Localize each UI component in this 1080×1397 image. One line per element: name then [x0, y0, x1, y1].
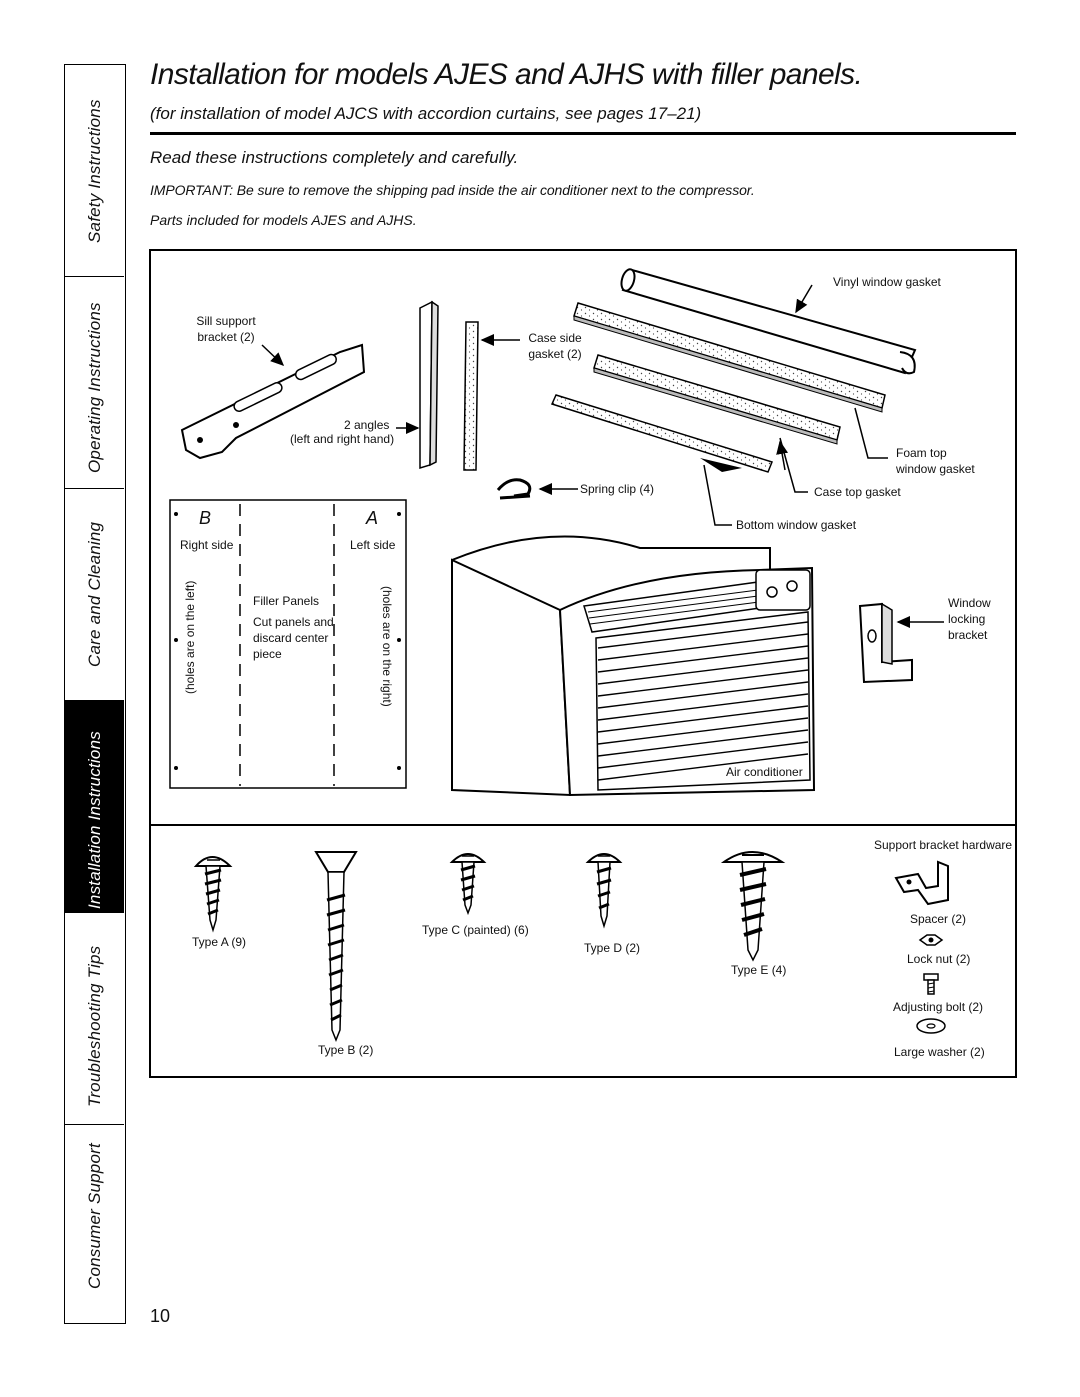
window-locking-label: Window	[948, 596, 991, 610]
angles-label-2: (left and right hand)	[290, 432, 395, 446]
type-b-label: Type B (2)	[318, 1043, 374, 1057]
window-locking-label-2: locking	[948, 612, 986, 626]
foam-top-label: Foam top	[896, 446, 947, 460]
air-conditioner-label: Air conditioner	[726, 765, 803, 779]
adjusting-bolt	[923, 973, 939, 995]
type-e-label: Type E (4)	[731, 963, 787, 977]
filler-note-1: Cut panels and	[253, 615, 334, 629]
vinyl-window-gasket	[620, 268, 917, 375]
sill-support-label: Sill support	[196, 314, 256, 328]
parts-intro: Parts included for models AJES and AJHS.	[150, 212, 417, 228]
case-side-label: Case side	[528, 331, 582, 345]
support-bracket-spacer	[894, 860, 949, 906]
sill-support-label-2: bracket (2)	[197, 330, 255, 344]
left-side-label: Left side	[350, 538, 396, 552]
page-number: 10	[150, 1306, 171, 1326]
window-locking-label-3: bracket	[948, 628, 988, 642]
tab-installation-instructions[interactable]: Installation Instructions	[65, 701, 124, 913]
vinyl-gasket-label: Vinyl window gasket	[833, 275, 941, 289]
tab-safety-instructions[interactable]: Safety Instructions	[65, 65, 124, 277]
spacer-label: Spacer (2)	[910, 912, 967, 926]
filler-note-2: discard center	[253, 631, 329, 645]
filler-panel	[169, 499, 407, 789]
angles-label: 2 angles	[344, 418, 390, 432]
read-instructions-note: Read these instructions completely and c…	[150, 148, 519, 167]
panel-letter-a: A	[366, 508, 379, 528]
large-washer-label: Large washer (2)	[894, 1045, 985, 1059]
large-washer	[916, 1018, 946, 1034]
holes-right-label: (holes are on the right)	[380, 586, 394, 707]
spring-clip-label: Spring clip (4)	[580, 482, 655, 496]
tab-care-and-cleaning[interactable]: Care and Cleaning	[65, 489, 124, 701]
filler-panels-title: Filler Panels	[253, 594, 320, 608]
lock-nut	[918, 934, 944, 946]
panel-letter-b: B	[199, 508, 212, 528]
adjusting-bolt-label: Adjusting bolt (2)	[893, 1000, 984, 1014]
sill-support-bracket	[180, 343, 366, 460]
bottom-gasket-label: Bottom window gasket	[736, 518, 857, 532]
page-subtitle: (for installation of model AJCS with acc…	[150, 104, 702, 123]
case-side-gasket	[463, 321, 520, 471]
important-note: IMPORTANT: Be sure to remove the shippin…	[150, 182, 755, 198]
screw-type-c	[449, 853, 487, 916]
type-a-label: Type A (9)	[192, 935, 247, 949]
type-c-label: Type C (painted) (6)	[422, 923, 529, 937]
title-rule	[150, 132, 1016, 135]
type-d-label: Type D (2)	[584, 941, 641, 955]
case-top-label: Case top gasket	[814, 485, 901, 499]
filler-note-3: piece	[253, 647, 282, 661]
holes-left-label: (holes are on the left)	[183, 580, 197, 694]
foam-top-window-gasket	[573, 302, 888, 459]
case-side-label-2: gasket (2)	[528, 347, 582, 361]
angles	[396, 300, 439, 470]
screw-type-e	[720, 851, 786, 962]
tab-operating-instructions[interactable]: Operating Instructions	[65, 277, 124, 489]
lock-nut-label: Lock nut (2)	[907, 952, 971, 966]
screw-type-a	[193, 856, 233, 933]
foam-top-label-2: window gasket	[896, 462, 975, 476]
spring-clip	[496, 478, 578, 500]
air-conditioner	[451, 535, 816, 797]
support-hardware-title: Support bracket hardware	[874, 838, 1013, 852]
window-locking-bracket	[858, 602, 944, 684]
tab-troubleshooting-tips[interactable]: Troubleshooting Tips	[65, 913, 124, 1125]
screw-type-b	[314, 851, 358, 1043]
right-side-label: Right side	[180, 538, 234, 552]
screw-type-d	[585, 853, 623, 929]
hardware-divider	[149, 824, 1017, 826]
parts-diagram-frame	[149, 249, 1017, 1078]
page-title: Installation for models AJES and AJHS wi…	[150, 58, 863, 91]
case-top-gasket	[593, 354, 841, 493]
bottom-window-gasket	[550, 394, 773, 526]
section-tabs: Safety Instructions Operating Instructio…	[64, 64, 126, 1324]
